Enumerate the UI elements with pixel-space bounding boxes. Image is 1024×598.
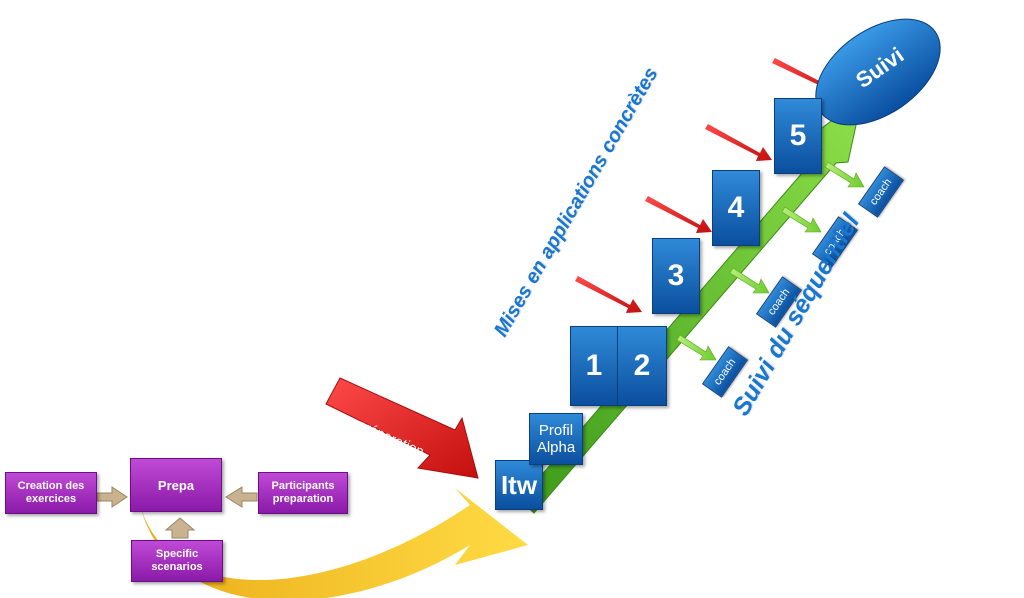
step-1: 1: [570, 326, 618, 406]
step-profil: Profil Alpha: [529, 413, 583, 465]
coach-arrows: [676, 161, 865, 361]
step-3-label: 3: [667, 259, 685, 292]
step-3: 3: [652, 238, 700, 314]
step-itw-label: Itw: [500, 469, 538, 500]
step-5-label: 5: [789, 119, 807, 152]
yellow-curved-arrow: [140, 488, 528, 598]
prepa-label: Prepa: [157, 477, 195, 493]
step-itw: Itw: [495, 460, 543, 510]
step-5: 5: [774, 98, 822, 174]
step-profil-label: Profil Alpha: [536, 422, 576, 456]
prepa-box: Prepa: [130, 458, 222, 512]
step-2-label: 2: [633, 349, 651, 382]
participants-label: Participants preparation: [271, 480, 335, 505]
creation-arrow: [96, 486, 128, 508]
step-4-label: 4: [727, 191, 745, 224]
preparation-arrow: [325, 377, 479, 479]
specific-up-arrow: [164, 517, 196, 539]
participants-arrow: [225, 486, 258, 508]
step-4: 4: [712, 170, 760, 246]
specific-box: Specific scenarios: [131, 540, 223, 582]
creation-box: Creation des exercices: [5, 472, 97, 514]
creation-label: Creation des exercices: [17, 480, 85, 505]
step-1-label: 1: [585, 349, 603, 382]
participants-box: Participants preparation: [258, 472, 348, 514]
step-2: 2: [617, 326, 667, 406]
specific-label: Specific scenarios: [151, 548, 203, 573]
